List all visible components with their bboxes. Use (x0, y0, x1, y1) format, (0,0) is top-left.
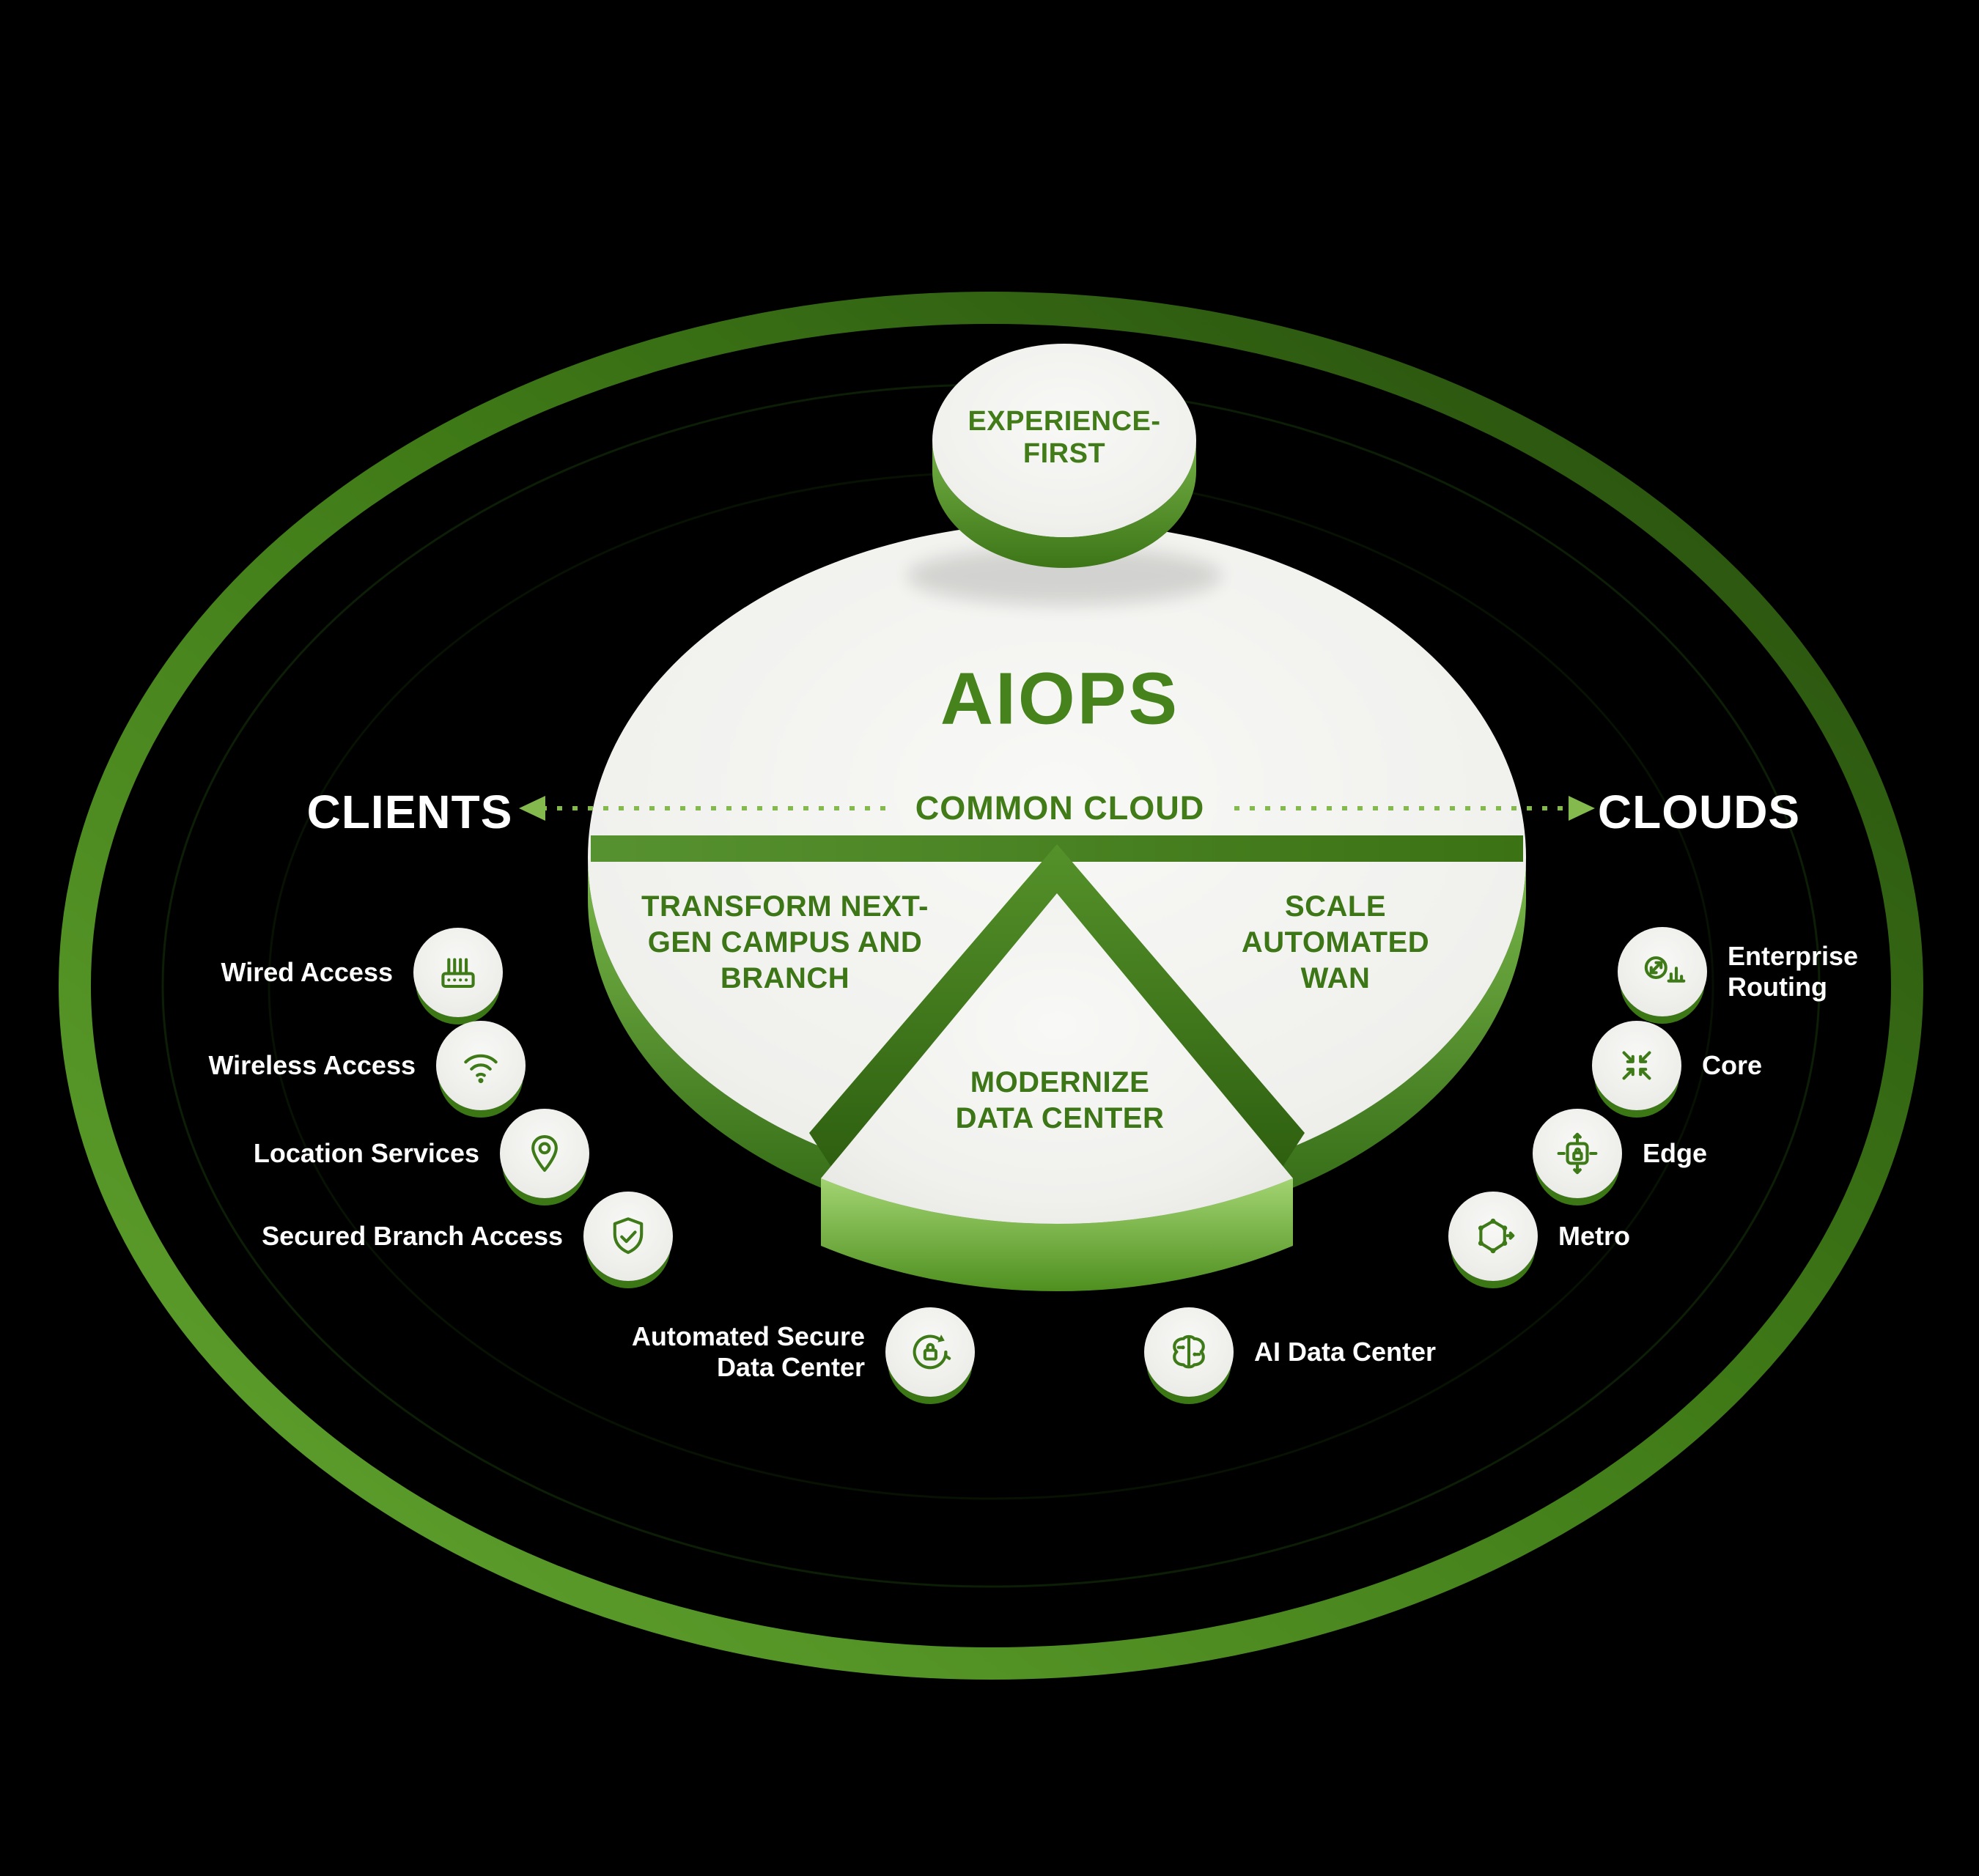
common-cloud-label: COMMON CLOUD (915, 789, 1205, 827)
item-label: Core (1702, 1049, 1763, 1080)
list-item-secured-branch-access: Secured Branch Access (262, 1192, 673, 1281)
location-pin-icon (531, 1134, 558, 1172)
item-label: Wireless Access (208, 1049, 416, 1080)
icon-badge (1592, 1021, 1681, 1110)
metro-ring-icon (1478, 1218, 1515, 1254)
list-item-core: Core (1592, 1021, 1762, 1110)
edge-lock-icon (1557, 1132, 1598, 1175)
icon-badge (1144, 1307, 1234, 1397)
list-item-automated-secure-data-center: Automated Secure Data Center (601, 1307, 975, 1397)
item-label: Enterprise Routing (1728, 940, 1859, 1002)
wired-access-icon (441, 958, 475, 989)
experience-disc-shadow (907, 547, 1222, 605)
wedge-campus-branch-label: TRANSFORM NEXT-GEN CAMPUS AND BRANCH (641, 890, 929, 994)
wireless-wifi-icon (464, 1054, 498, 1084)
aiops-title: AIOPS (940, 657, 1180, 740)
icon-badge (1448, 1192, 1538, 1281)
wedge-data-center-label: MODERNIZE DATA CENTER (955, 1066, 1165, 1134)
item-label: Wired Access (221, 956, 393, 987)
clients-label: CLIENTS (306, 786, 513, 838)
item-label: Location Services (253, 1137, 479, 1168)
experience-first-label: EXPERIENCE-FIRST (968, 405, 1161, 469)
list-item-enterprise-routing: Enterprise Routing (1618, 927, 1896, 1016)
bottom-wedge-face (821, 893, 1293, 1225)
list-item-ai-data-center: AI Data Center (1144, 1307, 1436, 1397)
icon-badge (436, 1021, 526, 1110)
shield-check-icon (613, 1217, 644, 1255)
item-label: Edge (1643, 1137, 1708, 1168)
item-label: AI Data Center (1254, 1336, 1437, 1367)
experience-disc-face (932, 344, 1196, 537)
core-converge-icon (1622, 1051, 1651, 1080)
item-label: Metro (1558, 1220, 1630, 1251)
icon-badge (885, 1307, 975, 1397)
wedge-automated-wan-label: SCALE AUTOMATED WAN (1241, 890, 1430, 994)
icon-badge (1618, 927, 1707, 1016)
icon-badge (583, 1192, 673, 1281)
clouds-label: CLOUDS (1597, 786, 1801, 838)
icon-badge (1533, 1109, 1622, 1198)
icon-badge (413, 928, 503, 1017)
clouds-arrowhead (1569, 796, 1595, 821)
item-label: Secured Branch Access (262, 1220, 563, 1251)
experience-disc-side (932, 440, 1196, 568)
enterprise-routing-icon (1644, 956, 1686, 983)
item-label: Automated Secure Data Center (631, 1321, 865, 1382)
icon-badge (500, 1109, 589, 1198)
list-item-edge: Edge (1533, 1109, 1707, 1198)
bottom-wedge-side (821, 1178, 1293, 1292)
outer-ring (59, 292, 1923, 1680)
secure-automation-icon (913, 1334, 951, 1370)
ai-brain-icon (1173, 1334, 1205, 1369)
clients-arrowhead (519, 796, 545, 821)
list-item-location-services: Location Services (254, 1109, 589, 1198)
list-item-wired-access: Wired Access (221, 928, 503, 1017)
list-item-metro: Metro (1448, 1192, 1630, 1281)
list-item-wireless-access: Wireless Access (208, 1021, 526, 1110)
